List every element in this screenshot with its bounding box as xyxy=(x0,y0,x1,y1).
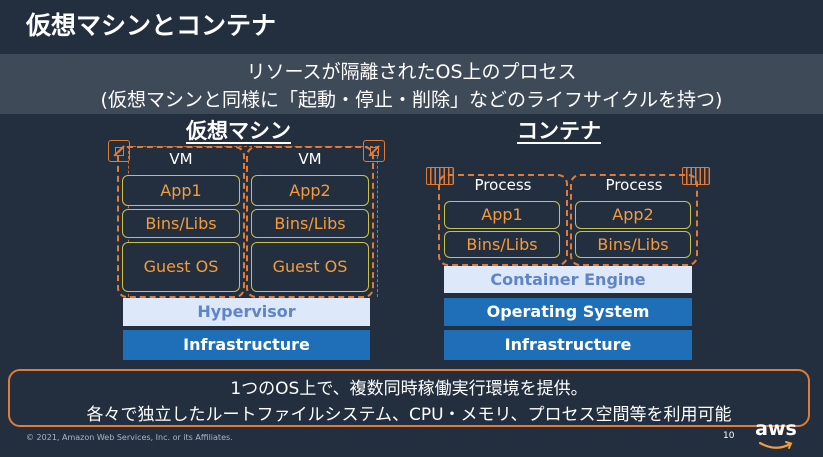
aws-logo-text: aws xyxy=(755,418,797,440)
vm-box-2 xyxy=(246,146,374,298)
page-title: 仮想マシンとコンテナ xyxy=(26,11,277,40)
summary-line-1: 1つのOS上で、複数同時稼働実行環境を提供。 xyxy=(230,379,588,399)
process-box-1 xyxy=(438,174,568,266)
container-infrastructure-layer: Infrastructure xyxy=(444,330,692,360)
banner-line-2: (仮想マシンと同様に「起動・停止・削除」などのライフサイクルを持つ) xyxy=(100,89,723,111)
process-app-1: App1 xyxy=(444,201,560,229)
process-bins-1: Bins/Libs xyxy=(444,231,560,258)
vm-guest-os-1: Guest OS xyxy=(122,242,240,292)
vm-infrastructure-layer: Infrastructure xyxy=(123,330,370,360)
process-bins-2: Bins/Libs xyxy=(575,231,691,258)
aws-smile-icon xyxy=(758,441,793,449)
subtitle-banner: リソースが隔離されたOS上のプロセス (仮想マシンと同様に「起動・停止・削除」な… xyxy=(0,54,823,114)
vm-box-1 xyxy=(117,146,245,298)
vm-label-1: VM xyxy=(169,150,193,168)
hypervisor-layer: Hypervisor xyxy=(123,298,370,326)
process-label-2: Process xyxy=(605,176,663,194)
process-app-2: App2 xyxy=(575,201,691,229)
container-heading: コンテナ xyxy=(517,119,601,143)
banner-line-1: リソースが隔離されたOS上のプロセス xyxy=(246,61,577,83)
vm-heading: 仮想マシン xyxy=(186,119,291,143)
aws-logo: aws xyxy=(752,418,800,454)
process-box-2 xyxy=(570,174,698,266)
copyright-footer: © 2021, Amazon Web Services, Inc. or its… xyxy=(26,433,233,442)
vm-label-2: VM xyxy=(298,150,322,168)
container-engine-layer: Container Engine xyxy=(444,266,692,293)
operating-system-layer: Operating System xyxy=(444,298,692,326)
vm-app-1: App1 xyxy=(122,175,240,206)
summary-box: 1つのOS上で、複数同時稼働実行環境を提供。 各々で独立したルートファイルシステ… xyxy=(8,369,810,427)
vm-guest-os-2: Guest OS xyxy=(251,242,369,292)
vm-bins-1: Bins/Libs xyxy=(122,209,240,238)
process-label-1: Process xyxy=(474,176,532,194)
vm-bins-2: Bins/Libs xyxy=(251,209,369,238)
page-number: 10 xyxy=(723,431,735,441)
vm-app-2: App2 xyxy=(251,175,369,206)
summary-line-2: 各々で独立したルートファイルシステム、CPU・メモリ、プロセス空間等を利用可能 xyxy=(86,405,732,425)
